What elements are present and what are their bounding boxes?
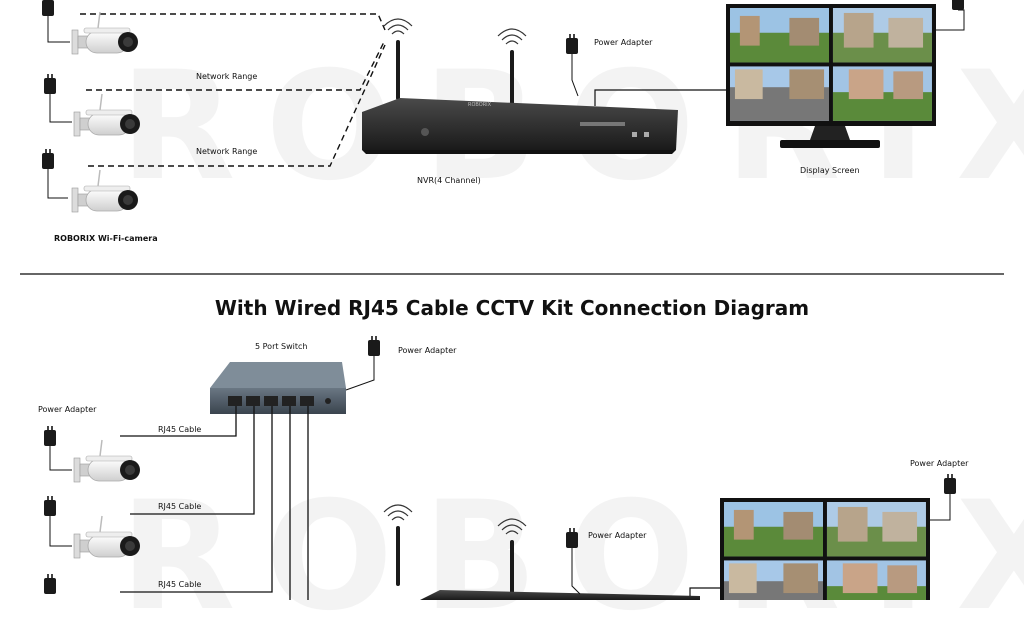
nvr-device-top (362, 98, 678, 154)
network-range-label-1: Network Range (196, 72, 258, 81)
network-range-lines (80, 13, 386, 167)
switch-label: 5 Port Switch (255, 342, 308, 351)
adapter-icon (566, 528, 578, 548)
rj45-cable-label-1: RJ45 Cable (158, 425, 202, 434)
adapter-icon (44, 496, 56, 516)
adapter-icon (42, 149, 54, 169)
antenna-icon (383, 18, 413, 101)
switch-power-adapter-label: Power Adapter (398, 346, 457, 355)
adapter-icon (44, 426, 56, 446)
adapter-icon (368, 336, 380, 356)
display-label-top: Display Screen (800, 166, 860, 175)
wifi-camera-label: ROBORIX Wi-Fi-camera (54, 234, 158, 243)
switch-device (210, 362, 346, 414)
wired-camera-icon (73, 515, 141, 559)
antenna-icon (497, 518, 527, 600)
wifi-camera-icon (71, 11, 139, 55)
antenna-icon (383, 504, 413, 587)
power-adapter-label-top: Power Adapter (594, 38, 653, 47)
adapter-icon (944, 474, 956, 494)
rj45-cable-label-3: RJ45 Cable (158, 580, 202, 589)
nvr-brand-label: ROBORIX (468, 102, 492, 108)
network-range-label-2: Network Range (196, 147, 258, 156)
wifi-camera-icon (71, 169, 139, 213)
camera-power-adapter-label: Power Adapter (38, 405, 97, 414)
adapter-icon (44, 574, 56, 594)
adapter-icon (566, 34, 578, 54)
antenna-icon (497, 28, 527, 111)
nvr-device-bottom (420, 590, 700, 600)
rj45-cables (120, 406, 309, 600)
rj45-cable-label-2: RJ45 Cable (158, 502, 202, 511)
nvr-label-top: NVR(4 Channel) (417, 176, 481, 185)
display-screen-top (726, 4, 936, 148)
wifi-camera-icon (73, 93, 141, 137)
adapter-icon (44, 74, 56, 94)
connection-diagram (20, 0, 1004, 600)
wired-camera-icon (73, 439, 141, 483)
display-power-adapter-label: Power Adapter (910, 459, 969, 468)
diagram-title: With Wired RJ45 Cable CCTV Kit Connectio… (214, 296, 810, 320)
adapter-icon (42, 0, 54, 16)
nvr-power-adapter-label: Power Adapter (588, 531, 647, 540)
display-screen-bottom (720, 498, 930, 600)
adapter-icon (952, 0, 964, 10)
